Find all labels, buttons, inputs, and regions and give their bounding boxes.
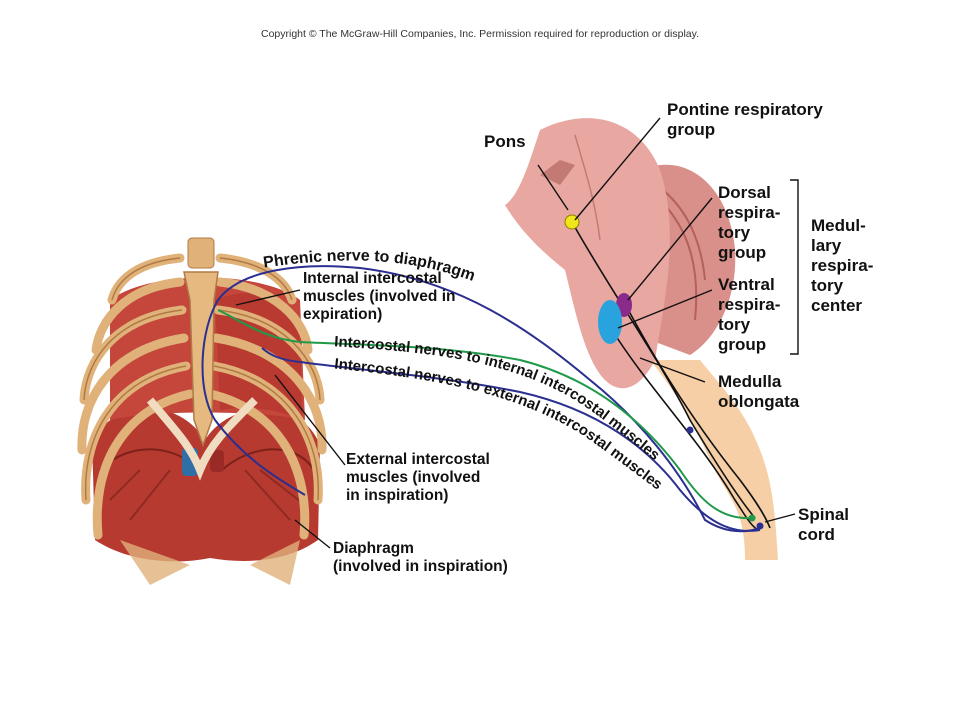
external-intercostal-nerve-path	[261, 347, 761, 532]
pons-label: Pons	[484, 132, 526, 151]
pons-shape	[505, 118, 670, 389]
brainstem-illustration	[505, 118, 778, 560]
internal-intercostal-nerve-path	[217, 309, 753, 520]
sternum	[183, 271, 219, 448]
diaphragm-label: Diaphragm(involved in inspiration)	[333, 540, 508, 575]
diaphragm-muscle	[92, 408, 320, 562]
copyright-notice: Copyright © The McGraw-Hill Companies, I…	[260, 28, 700, 40]
leader-lines	[235, 117, 799, 549]
rib-cage-illustration	[77, 237, 327, 585]
phrenic-nerve-path	[201, 265, 761, 533]
ventral-group-marker	[598, 300, 622, 344]
